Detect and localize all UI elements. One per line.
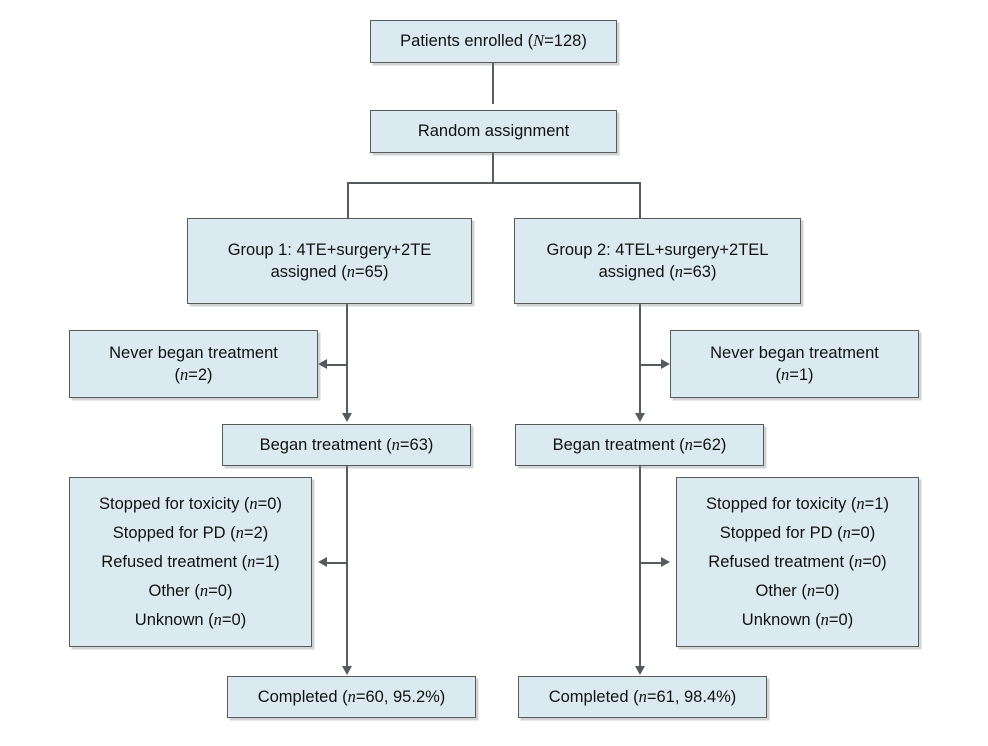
node-completed2-text: Completed (n=61, 98.4%)	[548, 686, 737, 706]
arrowhead-group2-to-began	[634, 413, 645, 422]
variable-n: n	[684, 434, 693, 454]
node-group-2: Group 2: 4TEL+surgery+2TEL assigned (n=6…	[514, 218, 801, 304]
node-never-began-treatment-group1: Never began treatment (n=2)	[69, 330, 318, 398]
node-completed-group1: Completed (n=60, 95.2%)	[227, 676, 476, 718]
node-began-treatment-group1: Began treatment (n=63)	[222, 424, 471, 466]
arrowhead-began2-to-completed	[634, 666, 645, 675]
variable-n: n	[199, 581, 209, 601]
node-began2-text: Began treatment (n=62)	[552, 434, 727, 454]
variable-n: n	[854, 551, 863, 571]
discont1-row-3: Other (n=0)	[148, 581, 233, 601]
variable-n: n	[391, 434, 400, 454]
connector-enrolled-to-random	[492, 62, 494, 104]
variable-n: n	[806, 581, 816, 601]
connector-random-to-bus	[492, 152, 494, 183]
node-group-2-line2: assigned (n=63)	[598, 262, 717, 281]
variable-n: n	[820, 610, 829, 630]
node-random-assignment: Random assignment	[370, 110, 617, 153]
node-never-began-treatment-group2: Never began treatment (n=1)	[670, 330, 919, 398]
arrowhead-to-never2	[661, 358, 670, 369]
node-group-2-line1: Group 2: 4TEL+surgery+2TEL	[546, 240, 769, 259]
variable-n: n	[247, 551, 256, 571]
node-completed1-text: Completed (n=60, 95.2%)	[257, 686, 446, 706]
discont1-row-2: Refused treatment (n=1)	[101, 551, 280, 571]
node-discontinued-group1: Stopped for toxicity (n=0) Stopped for P…	[69, 477, 312, 647]
node-group-1: Group 1: 4TE+surgery+2TE assigned (n=65)	[187, 218, 472, 304]
discont2-row-0: Stopped for toxicity (n=1)	[706, 493, 889, 513]
connector-group2-spine	[639, 303, 641, 420]
node-never2-line1: Never began treatment	[710, 343, 879, 362]
node-patients-enrolled-text: Patients enrolled (N=128)	[400, 31, 587, 51]
connector-group1-spine	[346, 303, 348, 420]
node-discontinued-group2: Stopped for toxicity (n=1) Stopped for P…	[676, 477, 919, 647]
variable-n: n	[235, 522, 244, 542]
connector-group1-to-never1	[327, 364, 347, 366]
connector-began2-spine	[639, 466, 641, 673]
arrowhead-to-discont1	[318, 556, 327, 567]
variable-n: n	[346, 262, 355, 281]
node-group-1-line2: assigned (n=65)	[270, 262, 389, 281]
variable-n: n	[842, 522, 851, 542]
variable-n: n	[780, 365, 790, 384]
discont1-row-1: Stopped for PD (n=2)	[112, 522, 269, 542]
connector-bus-to-group2	[639, 182, 641, 218]
node-completed-group2: Completed (n=61, 98.4%)	[518, 676, 767, 718]
discont2-row-4: Unknown (n=0)	[741, 610, 854, 630]
node-group-1-line1: Group 1: 4TE+surgery+2TE	[227, 240, 432, 259]
variable-n: n	[179, 365, 189, 384]
node-began1-text: Began treatment (n=63)	[259, 434, 434, 454]
variable-n: n	[213, 610, 222, 630]
arrowhead-to-never1	[318, 358, 327, 369]
discont2-row-3: Other (n=0)	[755, 581, 840, 601]
arrowhead-to-discont2	[661, 556, 670, 567]
connector-bus-to-group1	[347, 182, 349, 218]
variable-n: n	[249, 493, 258, 513]
variable-n: n	[638, 686, 647, 706]
discont2-row-2: Refused treatment (n=0)	[708, 551, 887, 571]
connector-began1-to-discont1	[327, 562, 347, 564]
variable-n: n	[347, 686, 356, 706]
discont2-row-1: Stopped for PD (n=0)	[719, 522, 876, 542]
discont1-row-4: Unknown (n=0)	[134, 610, 247, 630]
node-never1-line2: (n=2)	[174, 365, 213, 384]
node-never1-line1: Never began treatment	[109, 343, 278, 362]
node-began-treatment-group2: Began treatment (n=62)	[515, 424, 764, 466]
connector-split-bus	[347, 182, 640, 184]
node-never2-line2: (n=1)	[775, 365, 814, 384]
node-random-assignment-text: Random assignment	[417, 122, 570, 141]
variable-N: N	[533, 31, 545, 51]
node-patients-enrolled: Patients enrolled (N=128)	[370, 20, 617, 63]
variable-n: n	[856, 493, 865, 513]
variable-n: n	[674, 262, 683, 281]
arrowhead-group1-to-began	[341, 413, 352, 422]
discont1-row-0: Stopped for toxicity (n=0)	[99, 493, 282, 513]
arrowhead-began1-to-completed	[341, 666, 352, 675]
connector-group2-to-never2	[641, 364, 661, 366]
connector-began2-to-discont2	[641, 562, 661, 564]
connector-began1-spine	[346, 466, 348, 673]
